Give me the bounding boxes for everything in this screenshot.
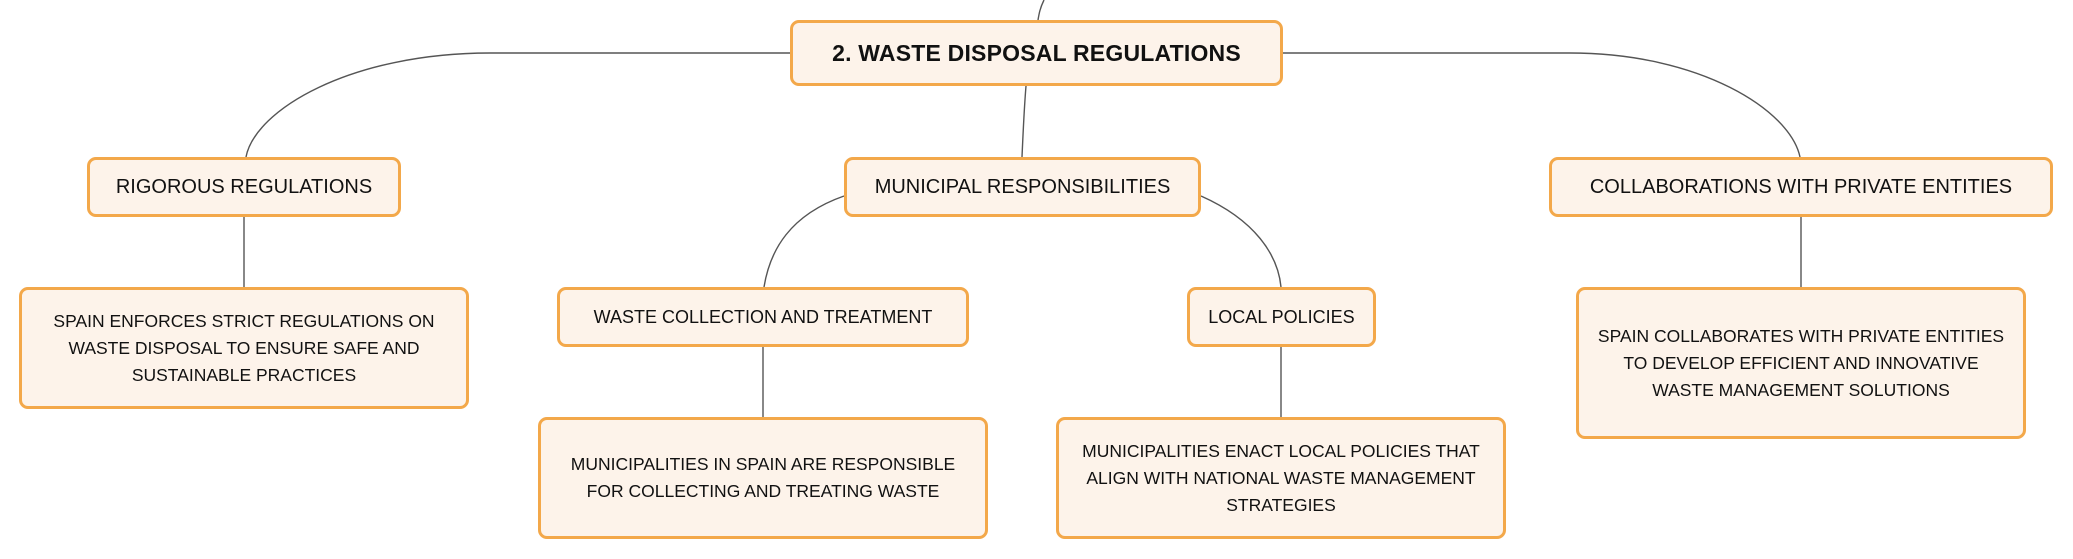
branch-label: RIGOROUS REGULATIONS [115,175,373,198]
subbranch-label: LOCAL POLICIES [1208,306,1355,327]
detail-text: MUNICIPALITIES IN SPAIN ARE RESPONSIBLE … [570,454,956,501]
connector-parent-to-root [1037,0,1045,21]
subbranch-waste-collection-treatment[interactable]: WASTE COLLECTION AND TREATMENT [557,287,969,347]
root-node-label: 2. WASTE DISPOSAL REGULATIONS [832,39,1241,66]
detail-waste-collection-treatment[interactable]: MUNICIPALITIES IN SPAIN ARE RESPONSIBLE … [538,417,988,539]
branch-label: COLLABORATIONS WITH PRIVATE ENTITIES [1589,175,2013,198]
root-node[interactable]: 2. WASTE DISPOSAL REGULATIONS [790,20,1283,86]
branch-municipal-responsibilities[interactable]: MUNICIPAL RESPONSIBILITIES [844,157,1201,217]
branch-collaborations-private-entities[interactable]: COLLABORATIONS WITH PRIVATE ENTITIES [1549,157,2053,217]
detail-text: SPAIN COLLABORATES WITH PRIVATE ENTITIES… [1597,325,2005,400]
subbranch-local-policies[interactable]: LOCAL POLICIES [1187,287,1376,347]
connector-root-to-rigorous [245,52,790,158]
detail-local-policies[interactable]: MUNICIPALITIES ENACT LOCAL POLICIES THAT… [1056,417,1506,539]
connector-root-to-municipal [1021,85,1027,158]
branch-rigorous-regulations[interactable]: RIGOROUS REGULATIONS [87,157,401,217]
detail-text: SPAIN ENFORCES STRICT REGULATIONS ON WAS… [53,310,435,385]
detail-rigorous-regulations[interactable]: SPAIN ENFORCES STRICT REGULATIONS ON WAS… [19,287,469,409]
connector-root-to-collaborations [1283,52,1801,158]
branch-label: MUNICIPAL RESPONSIBILITIES [874,175,1171,198]
connector-municipal-to-local [1200,195,1282,288]
subbranch-label: WASTE COLLECTION AND TREATMENT [593,306,933,327]
connector-municipal-to-collection [763,195,845,288]
detail-text: MUNICIPALITIES ENACT LOCAL POLICIES THAT… [1082,440,1480,515]
detail-collaborations-private-entities[interactable]: SPAIN COLLABORATES WITH PRIVATE ENTITIES… [1576,287,2026,439]
